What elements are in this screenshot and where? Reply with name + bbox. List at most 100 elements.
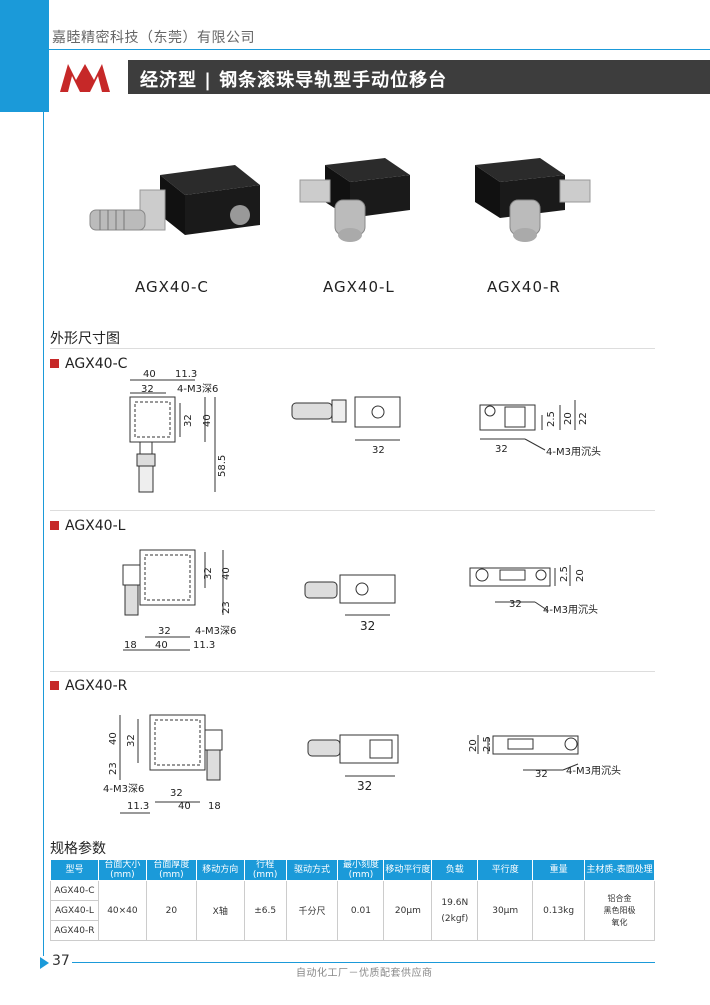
dim-l-end32: 32 bbox=[509, 599, 522, 610]
header-divider bbox=[49, 49, 710, 50]
spec-material: 铝合金 黑色阳极 氧化 bbox=[584, 880, 655, 941]
dim-r-h40: 40 bbox=[108, 732, 119, 745]
dim-r-w40: 40 bbox=[178, 801, 191, 812]
dim-l-side32: 32 bbox=[360, 619, 375, 633]
dim-c-h32: 32 bbox=[183, 414, 194, 427]
dim-c-w40: 40 bbox=[143, 369, 156, 380]
dim-c-end32: 32 bbox=[495, 444, 508, 455]
drawing-c-top: 40 32 11.3 4-M3深6 32 40 58.5 bbox=[129, 369, 228, 493]
spec-direction: X轴 bbox=[195, 880, 245, 941]
variant-label: AGX40-L bbox=[65, 518, 126, 534]
table-row: AGX40-R bbox=[50, 920, 655, 941]
dim-l-h20: 20 bbox=[575, 569, 586, 582]
dim-l-m3sink: 4-M3用沉头 bbox=[543, 603, 598, 616]
footer-slogan: 自动化工厂－优质配套供应商 bbox=[296, 968, 433, 979]
section-divider bbox=[50, 348, 655, 349]
dimensions-section-title: 外形尺寸图 bbox=[50, 331, 120, 347]
dim-c-m3sink: 4-M3用沉头 bbox=[546, 445, 601, 458]
dim-l-h25: 2.5 bbox=[559, 566, 570, 582]
dim-r-h20: 20 bbox=[468, 739, 479, 752]
spec-header: 主材质-表面处理 bbox=[584, 859, 655, 881]
table-row: AGX40-C 40×40 20 X轴 ±6.5 千分尺 0.01 20μm 1… bbox=[50, 880, 655, 941]
drawing-l-top: 32 40 23 32 4-M3深6 18 40 11.3 bbox=[122, 549, 236, 651]
dim-r-h23: 23 bbox=[108, 762, 119, 775]
spec-header: 重量 bbox=[532, 859, 586, 881]
spec-header: 最小刻度 (mm) bbox=[337, 859, 385, 881]
product-photo-agx40-l bbox=[299, 158, 410, 242]
spec-header: 驱动方式 bbox=[285, 859, 339, 881]
drawing-c-side: 32 bbox=[291, 396, 401, 456]
drawing-r-end: 20 2.5 32 4-M3用沉头 bbox=[468, 735, 621, 780]
dim-r-m3sink: 4-M3用沉头 bbox=[566, 764, 621, 777]
spec-drive: 千分尺 bbox=[285, 880, 339, 941]
product-label-agx40-l: AGX40-L bbox=[323, 278, 395, 296]
spec-move-parallel: 20μm bbox=[383, 880, 433, 941]
variant-heading-agx40-l: AGX40-L bbox=[50, 518, 125, 534]
drawing-r-side: 32 bbox=[307, 734, 399, 793]
drawing-l-end: 32 2.5 20 4-M3用沉头 bbox=[469, 565, 598, 616]
dim-c-side32: 32 bbox=[372, 445, 385, 456]
side-accent-line bbox=[43, 112, 44, 956]
dim-l-w18: 18 bbox=[124, 640, 137, 651]
spec-model: AGX40-C bbox=[50, 880, 99, 901]
spec-thickness: 20 bbox=[145, 880, 197, 941]
spec-model: AGX40-R bbox=[50, 920, 99, 941]
dim-c-h20: 20 bbox=[563, 412, 574, 425]
drawing-r-top: 40 32 23 32 4-M3深6 11.3 40 18 bbox=[103, 714, 223, 814]
dim-l-w113: 11.3 bbox=[193, 640, 215, 651]
section-divider bbox=[50, 671, 655, 672]
variant-label: AGX40-C bbox=[65, 356, 128, 372]
spec-min-scale: 0.01 bbox=[337, 880, 385, 941]
dim-l-w32: 32 bbox=[158, 626, 171, 637]
spec-header: 型号 bbox=[50, 859, 99, 881]
dim-c-h22: 22 bbox=[578, 412, 589, 425]
product-photo-agx40-c bbox=[89, 165, 260, 235]
dim-r-h32: 32 bbox=[126, 734, 137, 747]
spec-header: 移动方向 bbox=[195, 859, 245, 881]
dim-c-w32: 32 bbox=[141, 384, 154, 395]
specs-section-title: 规格参数 bbox=[50, 841, 106, 857]
section-divider bbox=[50, 510, 655, 511]
spec-header: 负载 bbox=[431, 859, 479, 881]
dim-c-m3: 4-M3深6 bbox=[177, 383, 218, 395]
dim-c-h25: 2.5 bbox=[546, 411, 557, 427]
variant-heading-agx40-c: AGX40-C bbox=[50, 356, 127, 372]
header-blue-tab bbox=[0, 0, 49, 112]
spec-parallel: 30μm bbox=[477, 880, 534, 941]
spec-header: 平行度 bbox=[477, 859, 534, 881]
spec-header: 行程 (mm) bbox=[243, 859, 287, 881]
dim-r-w18: 18 bbox=[208, 801, 221, 812]
spec-stroke: ±6.5 bbox=[243, 880, 287, 941]
footer-divider bbox=[72, 962, 655, 963]
spec-table: 型号 台面大小 (mm) 台面厚度 (mm) 移动方向 行程 (mm) 驱动方式… bbox=[50, 859, 655, 941]
drawing-l-side: 32 bbox=[304, 574, 396, 633]
product-photo-agx40-r bbox=[475, 158, 591, 242]
dim-r-m3: 4-M3深6 bbox=[103, 783, 144, 795]
product-label-agx40-r: AGX40-R bbox=[487, 278, 561, 296]
spec-weight: 0.13kg bbox=[532, 880, 586, 941]
page-number: 37 bbox=[52, 953, 70, 969]
dim-r-w32: 32 bbox=[170, 788, 183, 799]
spec-model: AGX40-L bbox=[50, 900, 99, 921]
dim-l-h32: 32 bbox=[203, 567, 214, 580]
spec-load: 19.6N (2kgf) bbox=[431, 880, 479, 941]
product-label-agx40-c: AGX40-C bbox=[135, 278, 209, 296]
red-square-icon bbox=[50, 359, 59, 368]
dim-l-h23: 23 bbox=[221, 601, 232, 614]
variant-label: AGX40-R bbox=[65, 678, 128, 694]
red-square-icon bbox=[50, 521, 59, 530]
dim-l-h40: 40 bbox=[221, 567, 232, 580]
spec-header: 台面厚度 (mm) bbox=[145, 859, 197, 881]
page-title-bar: 经济型 | 钢条滚珠导轨型手动位移台 bbox=[128, 60, 710, 94]
dim-c-h585: 58.5 bbox=[217, 455, 228, 477]
dim-c-d113: 11.3 bbox=[175, 369, 197, 380]
company-name: 嘉睦精密科技（东莞）有限公司 bbox=[52, 30, 255, 46]
spec-header-row: 型号 台面大小 (mm) 台面厚度 (mm) 移动方向 行程 (mm) 驱动方式… bbox=[50, 859, 655, 881]
company-logo bbox=[60, 64, 110, 92]
red-square-icon bbox=[50, 681, 59, 690]
spec-header: 台面大小 (mm) bbox=[97, 859, 147, 881]
spec-size: 40×40 bbox=[97, 880, 147, 941]
dim-c-h40: 40 bbox=[202, 414, 213, 427]
dim-r-w113: 11.3 bbox=[127, 801, 149, 812]
dim-r-side32: 32 bbox=[357, 779, 372, 793]
